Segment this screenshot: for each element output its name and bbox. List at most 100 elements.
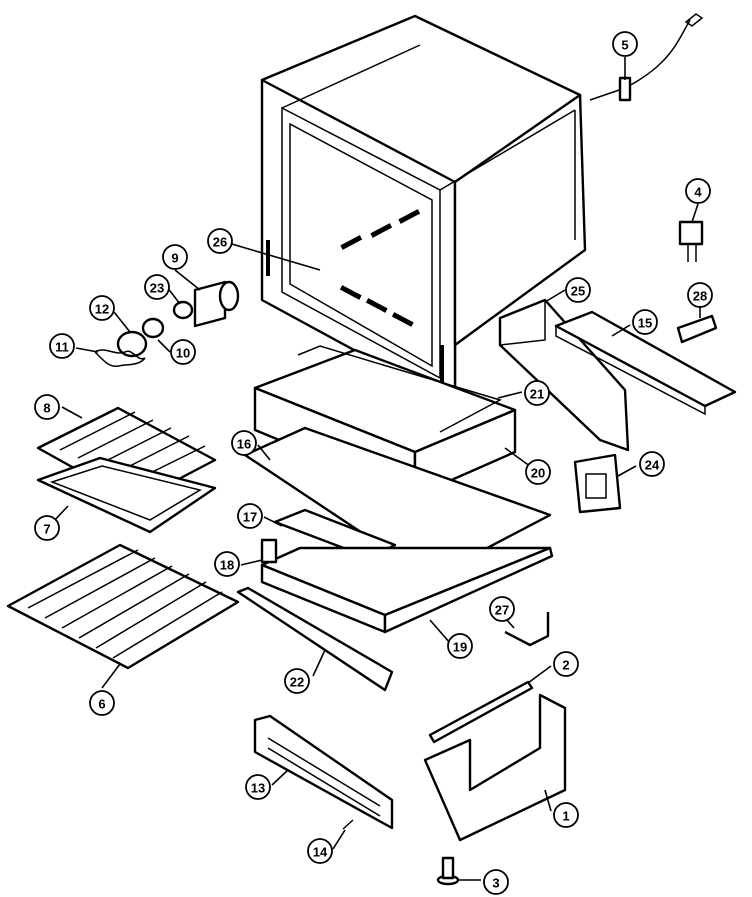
callout-27: 27 (489, 596, 515, 622)
callout-8: 8 (34, 394, 60, 420)
callout-17: 17 (237, 503, 263, 529)
rear-panel (554, 310, 737, 416)
callout-circle (144, 274, 170, 300)
callout-16: 16 (231, 430, 257, 456)
callout-circle (612, 31, 638, 57)
drawer-liner (260, 546, 554, 634)
callout-number: 23 (150, 281, 164, 296)
callout-number: 20 (531, 466, 545, 481)
callout-number: 11 (55, 340, 69, 355)
callout-circle (489, 596, 515, 622)
callout-circle (170, 339, 196, 365)
callout-circle (89, 690, 115, 716)
callout-number: 25 (571, 284, 585, 299)
callout-28: 28 (687, 282, 713, 308)
oven-rack (6, 543, 240, 670)
clip-27 (504, 612, 550, 647)
callout-circle (307, 838, 333, 864)
callout-number: 12 (95, 302, 109, 317)
callout-number: 24 (645, 458, 660, 473)
callout-18: 18 (214, 551, 240, 577)
callout-circle (284, 668, 310, 694)
callout-number: 19 (453, 640, 467, 655)
callout-22: 22 (284, 668, 310, 694)
callout-number: 2 (562, 658, 569, 673)
cavity-rack-slots (266, 209, 444, 385)
callout-number: 21 (530, 387, 544, 402)
callout-number: 27 (495, 603, 509, 618)
callout-circle (237, 503, 263, 529)
callout-circle (49, 333, 75, 359)
callout-number: 6 (98, 697, 105, 712)
callout-circle (231, 430, 257, 456)
callout-14: 14 (307, 838, 333, 864)
callout-circle (214, 551, 240, 577)
power-cord (589, 13, 704, 102)
callout-3: 3 (483, 869, 509, 895)
callout-number: 1 (562, 809, 569, 824)
callout-25: 25 (565, 277, 591, 303)
callout-24: 24 (639, 451, 665, 477)
callout-number: 22 (290, 675, 304, 690)
callout-number: 28 (693, 289, 707, 304)
callout-2: 2 (553, 651, 579, 677)
callout-number: 8 (43, 401, 50, 416)
callout-10: 10 (170, 339, 196, 365)
drawer-rail (428, 680, 534, 744)
screw-14 (342, 819, 354, 830)
broiler-pan (36, 456, 217, 534)
callout-number: 15 (638, 316, 652, 331)
callout-circle (245, 774, 271, 800)
callout-11: 11 (49, 333, 75, 359)
callout-number: 4 (694, 185, 702, 200)
callout-circle (524, 380, 550, 406)
callout-23: 23 (144, 274, 170, 300)
leader-lines (51, 57, 701, 881)
callout-15: 15 (632, 309, 658, 335)
callout-circle (483, 869, 509, 895)
callout-circle (447, 633, 473, 659)
oven-light-assembly (94, 280, 240, 368)
callout-13: 13 (245, 774, 271, 800)
callout-number: 5 (621, 38, 628, 53)
callout-number: 7 (43, 522, 50, 537)
callout-circle (565, 277, 591, 303)
callout-number: 10 (176, 346, 190, 361)
drawer-block (260, 538, 278, 564)
callout-circle (685, 178, 711, 204)
callout-circle (639, 451, 665, 477)
callout-circle (525, 459, 551, 485)
vent-panel (253, 714, 394, 830)
callout-20: 20 (525, 459, 551, 485)
bracket-24 (573, 453, 622, 514)
callout-circle (89, 295, 115, 321)
callout-circle (632, 309, 658, 335)
electrical-shield (498, 298, 630, 452)
callout-4: 4 (685, 178, 711, 204)
oven-cavity (260, 14, 587, 432)
callout-number: 9 (171, 251, 178, 266)
terminal-block-28 (676, 314, 718, 344)
terminal-block-4 (678, 220, 704, 262)
callout-number: 16 (237, 437, 251, 452)
callout-circle (553, 651, 579, 677)
callout-1: 1 (553, 802, 579, 828)
callout-number: 18 (220, 558, 234, 573)
frame-bracket (297, 345, 502, 433)
callout-19: 19 (447, 633, 473, 659)
callout-number: 17 (243, 510, 257, 525)
burner-baffle (273, 508, 397, 560)
callout-5: 5 (612, 31, 638, 57)
callout-labels: 1234567891011121314151617181920212223242… (34, 31, 713, 895)
drawer-frame (423, 693, 567, 842)
callout-9: 9 (162, 244, 188, 270)
leveling-leg (436, 856, 460, 886)
callout-number: 26 (213, 235, 227, 250)
callout-circle (687, 282, 713, 308)
callout-26: 26 (207, 228, 233, 254)
callout-circle (34, 394, 60, 420)
callout-7: 7 (34, 515, 60, 541)
callout-number: 3 (492, 876, 499, 891)
callout-21: 21 (524, 380, 550, 406)
